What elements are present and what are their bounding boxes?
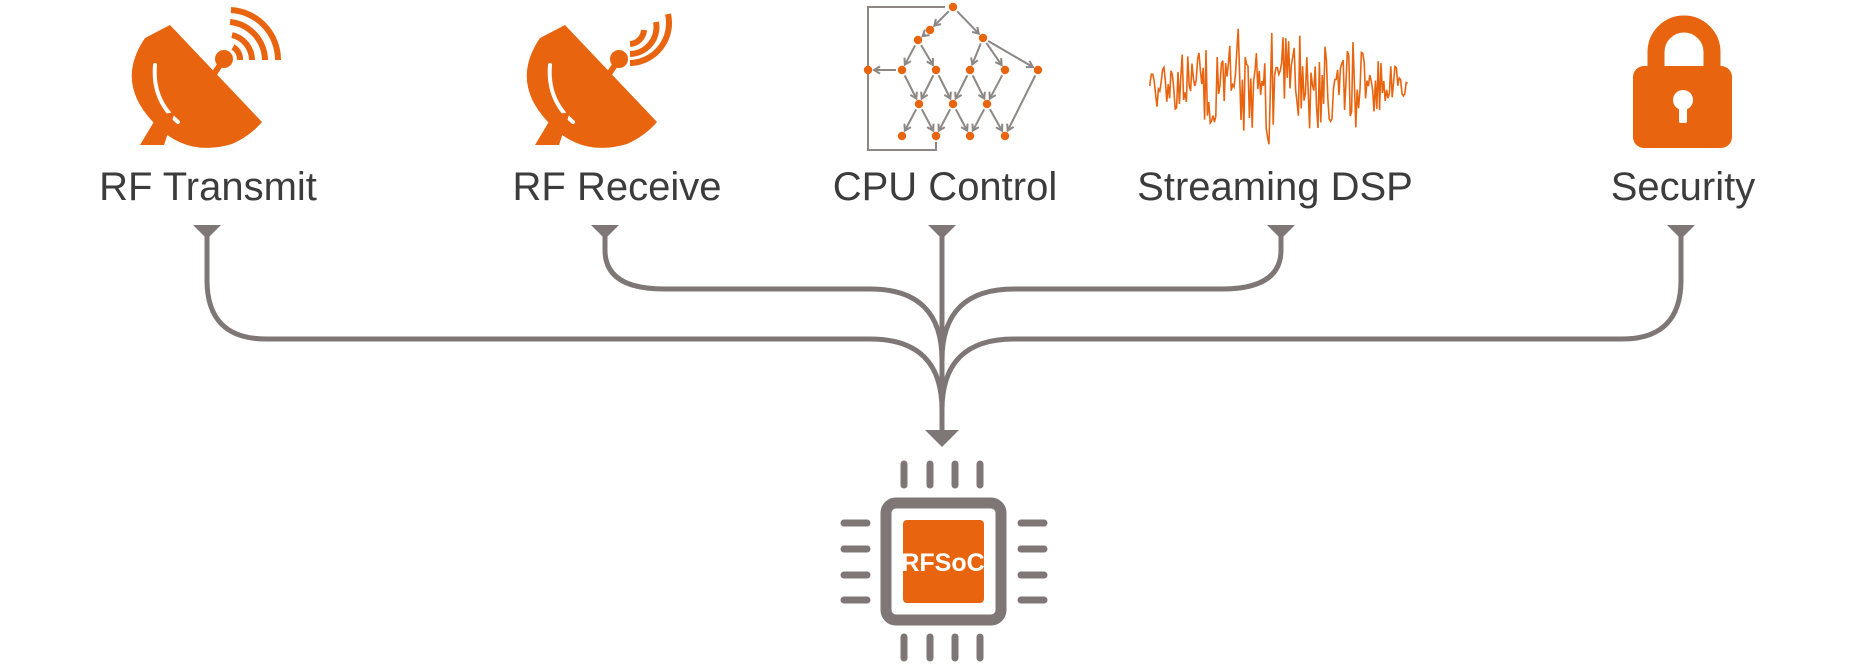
graph-edge <box>989 108 1003 132</box>
graph-node <box>925 25 935 35</box>
padlock-icon <box>1633 15 1732 148</box>
graph-edge-arrow <box>937 123 946 133</box>
graph-edge <box>985 42 1003 66</box>
graph-edge-arrow <box>954 91 963 101</box>
graph-edge <box>956 10 980 35</box>
graph-node <box>897 131 907 141</box>
graph-node <box>1033 65 1043 75</box>
graph-edge-arrow <box>909 91 918 101</box>
graph-edge <box>954 74 969 100</box>
graph-edge <box>937 108 952 132</box>
cpu-control-label: CPU Control <box>833 165 1058 209</box>
graph-node <box>948 2 958 12</box>
security-label: Security <box>1611 165 1756 209</box>
arrowhead-icon <box>925 430 959 447</box>
graph-edge-arrow <box>926 123 935 133</box>
graph-node <box>914 99 924 109</box>
graph-edge-arrow <box>971 123 980 133</box>
graph-edge-arrow <box>994 58 1003 67</box>
graph-node <box>978 33 988 43</box>
graph-edge <box>903 108 918 132</box>
graph-edge-arrow <box>977 91 986 101</box>
graph-node <box>931 131 941 141</box>
connector-marker <box>928 225 956 239</box>
graph-node <box>1000 65 1010 75</box>
graph-edge-arrow <box>926 57 934 67</box>
graph-node <box>965 65 975 75</box>
control-flow-graph-icon <box>863 2 1043 151</box>
graph-edge-arrow <box>903 123 912 133</box>
graph-edge <box>954 108 969 132</box>
graph-edge <box>987 40 1034 68</box>
graph-node <box>931 65 941 75</box>
graph-edge <box>920 44 934 66</box>
connector-marker <box>591 225 619 239</box>
graph-edge <box>920 74 935 100</box>
satellite-dish-receive-icon <box>526 13 673 148</box>
graph-node <box>965 131 975 141</box>
streaming-dsp-label: Streaming DSP <box>1137 165 1413 209</box>
graph-edge-arrow <box>920 91 929 101</box>
graph-edge <box>937 74 952 100</box>
connector-lines <box>193 225 1695 447</box>
graph-edge-arrow <box>903 57 912 67</box>
graph-edge-arrow <box>970 57 979 67</box>
graph-edge-arrow <box>960 123 969 133</box>
graph-edge <box>903 74 918 100</box>
graph-edge-arrow <box>1025 60 1035 69</box>
graph-edge <box>971 108 986 132</box>
graph-edge <box>988 74 1004 100</box>
graph-edge-arrow <box>988 91 997 101</box>
graph-node <box>982 99 992 109</box>
connector-marker <box>193 225 221 239</box>
graph-node <box>913 35 923 45</box>
graph-edge <box>1006 74 1037 132</box>
connector-marker <box>1667 225 1695 239</box>
graph-node <box>897 65 907 75</box>
graph-edge-arrow <box>932 18 942 28</box>
graph-edge-arrow <box>1006 123 1015 133</box>
graph-edge <box>971 43 982 65</box>
graph-edge-arrow <box>995 123 1004 133</box>
graph-edge <box>971 74 986 100</box>
rf-receive-label: RF Receive <box>513 165 722 209</box>
chip-icon <box>840 460 1048 662</box>
graph-edge <box>903 44 917 66</box>
connector-marker <box>1267 225 1295 239</box>
satellite-dish-transmit-icon <box>131 7 282 148</box>
rfsoc-label: RFSoC <box>901 549 984 577</box>
graph-edge <box>933 10 950 27</box>
signal-waveform-icon <box>1149 28 1408 145</box>
graph-node <box>1000 131 1010 141</box>
graph-loop-edge <box>867 6 945 151</box>
graph-node <box>948 99 958 109</box>
graph-edge-arrow <box>943 91 952 101</box>
graph-edge <box>920 108 935 132</box>
graph-edge-arrow <box>971 26 981 36</box>
graph-edge-arrow <box>921 29 930 38</box>
graph-node <box>863 65 873 75</box>
rf-transmit-label: RF Transmit <box>99 165 317 209</box>
graph-edge-arrow <box>872 65 881 75</box>
